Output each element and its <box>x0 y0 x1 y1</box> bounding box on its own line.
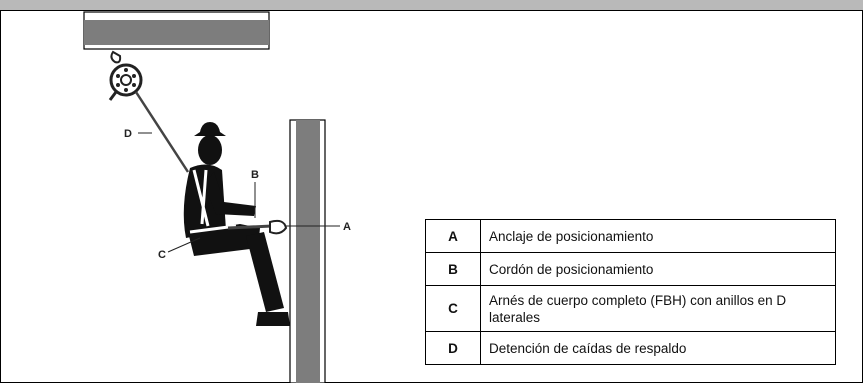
retractable-lifeline-icon <box>108 63 143 101</box>
top-bar <box>0 0 863 11</box>
callout-a: A <box>343 221 351 233</box>
vertical-pole <box>289 119 326 383</box>
callout-lines <box>138 132 340 253</box>
table-row: A Anclaje de posicionamiento <box>425 219 836 253</box>
legend-text: Anclaje de posicionamiento <box>480 219 836 253</box>
positioning-lanyard <box>227 219 288 235</box>
fall-protection-illustration: D B A C <box>83 11 351 383</box>
legend-text: Arnés de cuerpo completo (FBH) con anill… <box>480 285 836 332</box>
callout-b: B <box>251 169 259 181</box>
legend-key: B <box>425 252 481 286</box>
legend-key: C <box>425 285 481 332</box>
beam-anchor-icon <box>110 50 122 64</box>
callout-d: D <box>124 128 132 140</box>
legend-text: Detención de caídas de respaldo <box>480 331 836 365</box>
overhead-beam <box>83 11 270 50</box>
table-row: D Detención de caídas de respaldo <box>425 331 836 365</box>
legend-key: D <box>425 331 481 365</box>
callout-c: C <box>158 249 166 261</box>
worker-figure <box>183 122 290 326</box>
legend-table: A Anclaje de posicionamiento B Cordón de… <box>425 219 836 365</box>
backup-lifeline <box>134 91 190 173</box>
legend-text: Cordón de posicionamiento <box>480 252 836 286</box>
table-row: B Cordón de posicionamiento <box>425 252 836 286</box>
table-row: C Arnés de cuerpo completo (FBH) con ani… <box>425 285 836 332</box>
legend-key: A <box>425 219 481 253</box>
